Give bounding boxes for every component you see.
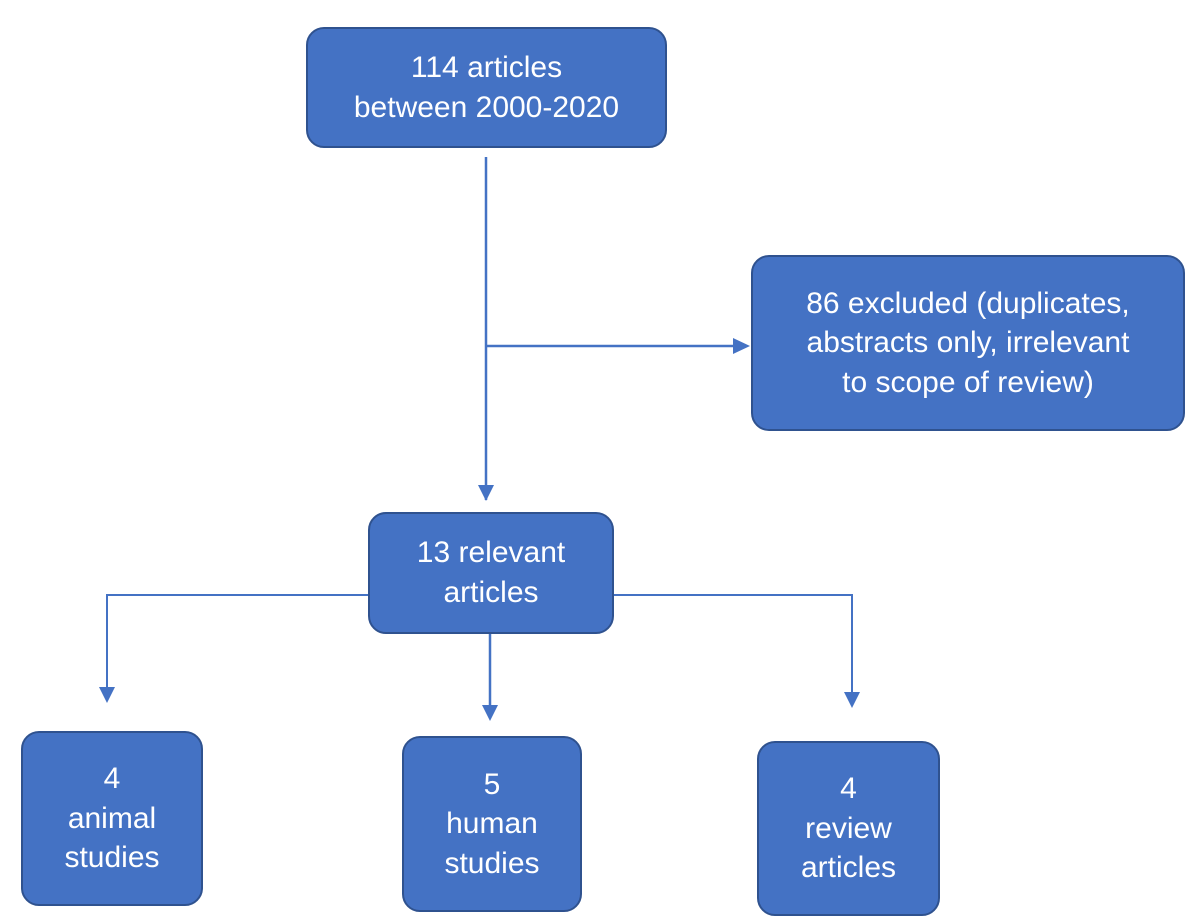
node-line: human xyxy=(446,807,538,841)
node-line: between 2000-2020 xyxy=(353,90,620,124)
node-total-articles: 114 articles between 2000-2020 xyxy=(306,27,667,148)
arrowhead-excluded xyxy=(733,338,750,354)
node-line: 13 relevant xyxy=(416,536,566,570)
node-line: studies xyxy=(444,846,540,880)
node-review-articles: 4 review articles xyxy=(757,741,940,916)
node-line: animal xyxy=(67,801,157,835)
node-line: articles xyxy=(443,576,539,609)
node-line: 4 xyxy=(103,762,121,796)
arrow-relevant-to-review xyxy=(614,594,853,693)
node-animal-studies: 4 animal studies xyxy=(21,731,203,906)
node-excluded: 86 excluded (duplicates, abstracts only,… xyxy=(751,255,1185,431)
node-line: 114 articles xyxy=(410,50,563,84)
node-relevant-articles: 13 relevant articles xyxy=(368,512,614,634)
arrowhead-human xyxy=(482,705,498,721)
node-line: 86 excluded (duplicates, xyxy=(806,286,1130,320)
node-line: 4 xyxy=(840,772,857,806)
arrowhead-animal xyxy=(99,687,115,703)
node-line: to scope of review) xyxy=(842,365,1094,399)
node-line: articles xyxy=(800,851,897,885)
arrowhead-review xyxy=(844,692,860,708)
arrow-relevant-to-animal xyxy=(106,594,368,688)
node-line: abstracts only, irrelevant xyxy=(806,326,1130,360)
arrowhead-relevant xyxy=(478,485,494,501)
node-human-studies: 5 human studies xyxy=(402,736,582,912)
node-line: 5 xyxy=(483,767,501,801)
node-line: review xyxy=(805,811,892,845)
node-line: studies xyxy=(64,841,160,875)
